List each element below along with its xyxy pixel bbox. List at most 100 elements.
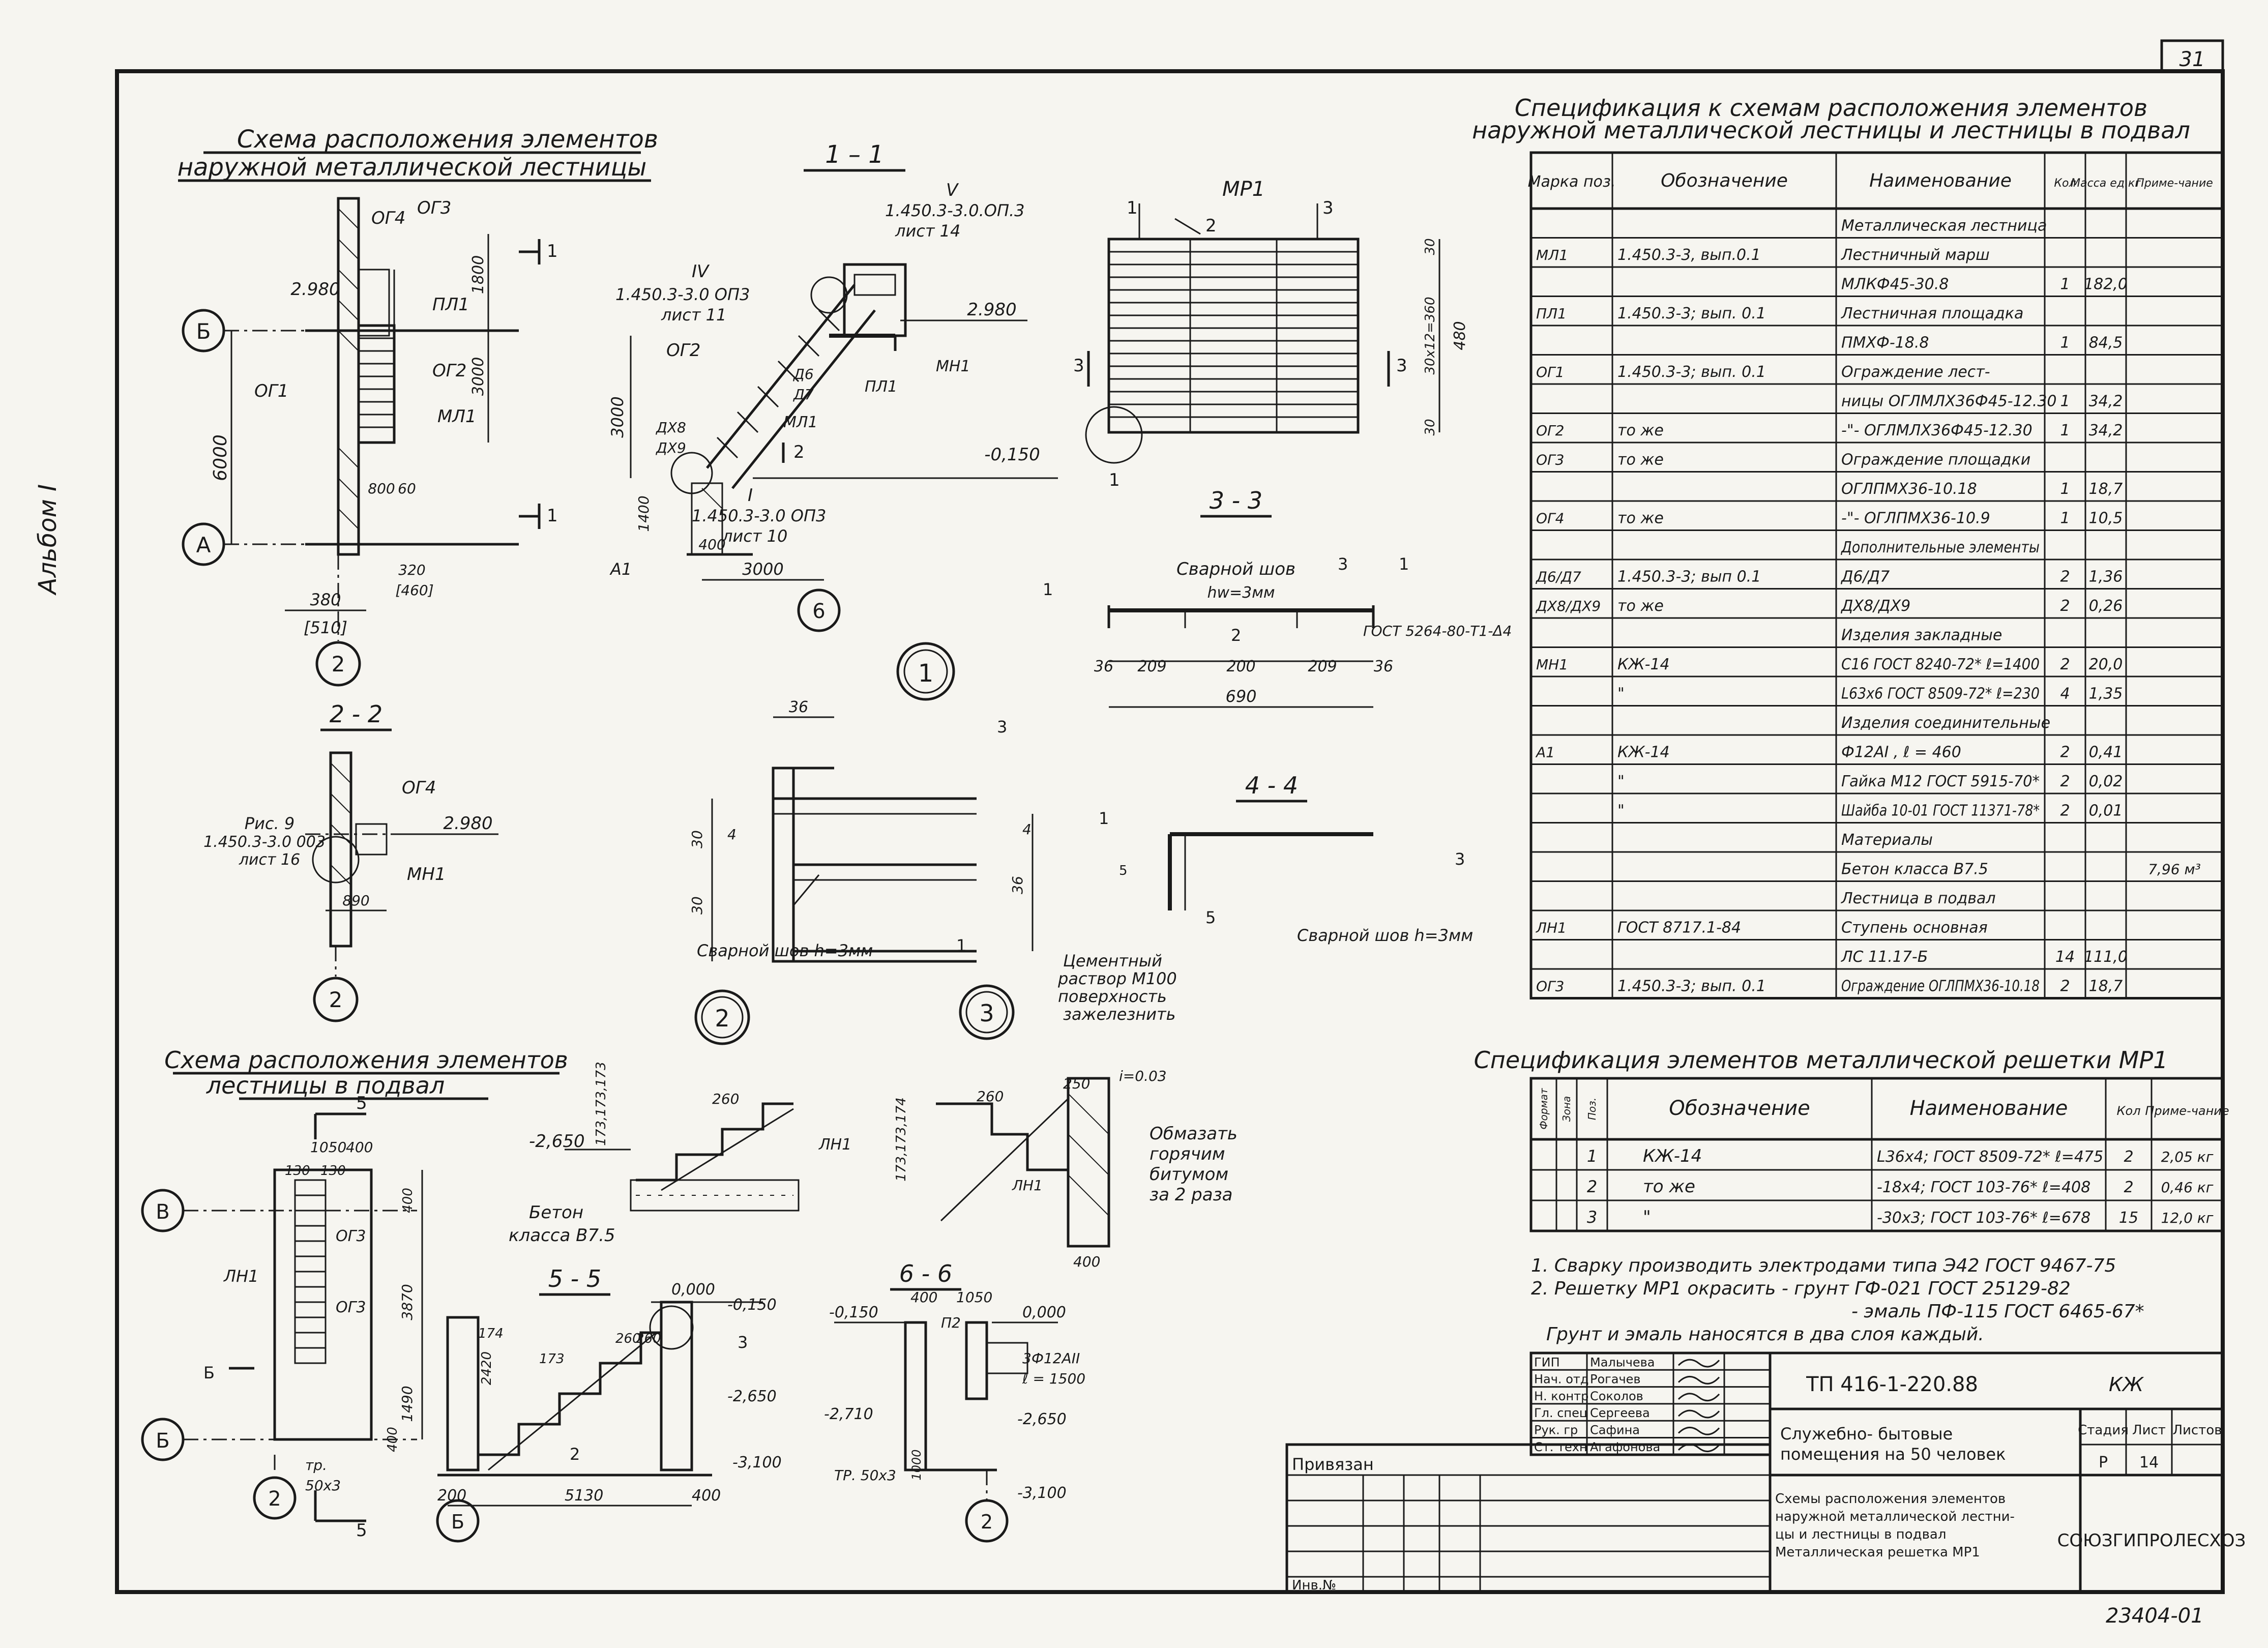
- s44-pos-3: 3: [1455, 849, 1465, 869]
- grating-pos-1: 1: [1127, 198, 1138, 218]
- sign-name: Соколов: [1590, 1389, 1643, 1403]
- spec2-header-cell: Поз.: [1586, 1098, 1598, 1120]
- sheets-label: Листов: [2172, 1423, 2222, 1438]
- spec1-cell: 2: [2060, 978, 2070, 995]
- label-ln1-basement: ЛН1: [223, 1267, 258, 1286]
- lvl-m3100-55: -3,100: [732, 1454, 782, 1472]
- note-3: - эмаль ПФ-115 ГОСТ 6465-67*: [1851, 1301, 2144, 1322]
- s66-tp: ТР. 50x3: [834, 1467, 896, 1484]
- node2-dim-173: 173,173,173: [594, 1062, 609, 1145]
- ris9-1: Рис. 9: [245, 814, 294, 833]
- spec1-cell: 1: [2060, 276, 2070, 293]
- spec1-cell: то же: [1617, 597, 1664, 615]
- b1-dim-1050: 1050: [310, 1139, 346, 1156]
- spec2-cell: 15: [2119, 1209, 2138, 1227]
- node-1-number: 1: [918, 659, 934, 688]
- weld-label-33: Сварной шов: [1176, 559, 1295, 579]
- lvl-2980-22: 2.980: [443, 813, 492, 834]
- organization: СОЮЗГИПРОЛЕСХОЗ: [2057, 1531, 2246, 1551]
- spec1-cell: 2: [2060, 773, 2070, 790]
- dim-320: 320: [398, 562, 425, 578]
- s66-dim-400: 400: [910, 1289, 937, 1306]
- spec1-header-cell: Масса ед.кг: [2071, 177, 2141, 190]
- label-og2-section: ОГ2: [666, 340, 700, 361]
- s55-dim-400: 400: [692, 1487, 721, 1505]
- s33-pos-3: 3: [1338, 554, 1348, 574]
- s33-dim-36-left: 36: [1094, 658, 1113, 675]
- spec1-cell: 4: [2060, 685, 2070, 703]
- spec2-cell: то же: [1643, 1176, 1695, 1197]
- spec2-cell: -30x3; ГОСТ 103-76* ℓ=678: [1877, 1209, 2090, 1227]
- dim-400-section: 400: [698, 536, 725, 553]
- axis-2-outdoor: 2: [332, 652, 345, 676]
- spec1-cell: то же: [1617, 510, 1664, 527]
- spec1-header-cell: Кол: [2054, 177, 2076, 190]
- spec1-cell: Ограждение ОГЛПМХ36-10.18: [1841, 978, 2040, 995]
- dim-460: [460]: [395, 582, 433, 599]
- cut-b-left: Б: [203, 1363, 215, 1382]
- dim-3000-plan: 3000: [469, 357, 487, 396]
- cut-1-top: 1: [547, 241, 558, 261]
- spec1-cell: МЛКФ45-30.8: [1841, 276, 1949, 293]
- label-og4-22: ОГ4: [402, 778, 436, 798]
- sign-role: Гл. спец: [1534, 1406, 1587, 1420]
- bitumen-1: Обмазать: [1150, 1124, 1238, 1144]
- b1-dim-400-right: 400: [400, 1188, 416, 1213]
- spec1-cell: 1.450.3-3; вып 0.1: [1617, 568, 1761, 586]
- b1-tp-2: 50x3: [305, 1477, 341, 1494]
- label-mn1-22: МН1: [407, 864, 446, 885]
- ref-iv: IV: [692, 261, 710, 282]
- ref-iv-text-1: 1.450.3-3.0 ОП3: [615, 285, 750, 304]
- label-dx8: ДХ8: [655, 419, 686, 436]
- b1-dim-130b: 130: [320, 1163, 346, 1179]
- s55-pos-2: 2: [570, 1445, 580, 1464]
- bound-label: Привязан: [1292, 1455, 1374, 1474]
- scheme-outdoor-stair: Схема расположения элементов наружной ме…: [178, 125, 658, 687]
- spec2-header-cell: Приме-чание: [2145, 1104, 2229, 1118]
- spec1-cell: 18,7: [2089, 978, 2123, 995]
- stage-mark: КЖ: [2109, 1373, 2144, 1396]
- spec1-cell: МН1: [1536, 656, 1568, 673]
- dim-6000: 6000: [210, 434, 231, 481]
- s44-dim-5: 5: [1119, 863, 1128, 878]
- spec1-cell: Изделия закладные: [1841, 627, 2002, 644]
- spec2-cell: КЖ-14: [1643, 1146, 1702, 1166]
- dim-3000-section: 3000: [608, 396, 627, 437]
- spec2-cell: 2: [1587, 1177, 1597, 1196]
- spec1-cell: ОГ3: [1536, 452, 1564, 468]
- lvl-m2710-66: -2,710: [824, 1405, 873, 1423]
- grating-dim-30-bottom: 30: [1423, 419, 1438, 435]
- dim-890: 890: [342, 892, 369, 909]
- label-d6: Д6: [792, 366, 814, 382]
- node-3: 3 Цементный раствор М100 поверхность заж…: [894, 951, 1238, 1270]
- spec1-cell: 1,36: [2089, 568, 2123, 586]
- dim-510: [510]: [304, 618, 347, 637]
- s66-dim-1000: 1000: [909, 1449, 924, 1480]
- s55-dim-2420: 2420: [479, 1351, 494, 1385]
- spec1-cell: 0,41: [2089, 744, 2123, 761]
- spec1-cell: 1.450.3-3; вып. 0.1: [1617, 305, 1766, 322]
- section-4-4: 4 - 4 1 3 5 5 Сварной шов h=3мм: [1099, 772, 1473, 945]
- spec1-cell: ": [1617, 802, 1625, 820]
- spec1-cell: ГОСТ 8717.1-84: [1617, 919, 1741, 937]
- spec1-cell: 111,0: [2084, 948, 2128, 966]
- s44-pos-1: 1: [1099, 809, 1109, 828]
- lvl-2980-section: 2.980: [967, 300, 1016, 320]
- b1-dim-400-bottom: 400: [385, 1427, 400, 1452]
- node-1: 1 36 30 30 4 4 36 3 1 Сварной шов h=3мм: [689, 642, 1034, 963]
- axis-2-22: 2: [329, 987, 343, 1012]
- spec1-header-cell: Наименование: [1869, 170, 2012, 191]
- sheet-value: 14: [2139, 1454, 2159, 1472]
- label-og1: ОГ1: [254, 381, 288, 401]
- sign-name: Рогачев: [1590, 1372, 1641, 1387]
- spec1-cell: МЛ1: [1536, 247, 1568, 263]
- node-3-number: 3: [979, 999, 994, 1027]
- spec1-cell: 0,26: [2089, 597, 2123, 615]
- spec1-title-1: Спецификация к схемам расположения элеме…: [1515, 94, 2147, 122]
- scheme-outdoor-title-1: Схема расположения элементов: [237, 125, 658, 154]
- spec1-cell: то же: [1617, 451, 1664, 469]
- grating-dim-30-top: 30: [1423, 238, 1438, 255]
- spec1-cell: 1: [2060, 510, 2070, 527]
- node-2-number: 2: [715, 1005, 729, 1032]
- notes: 1. Сварку производить электродами типа Э…: [1531, 1255, 2144, 1345]
